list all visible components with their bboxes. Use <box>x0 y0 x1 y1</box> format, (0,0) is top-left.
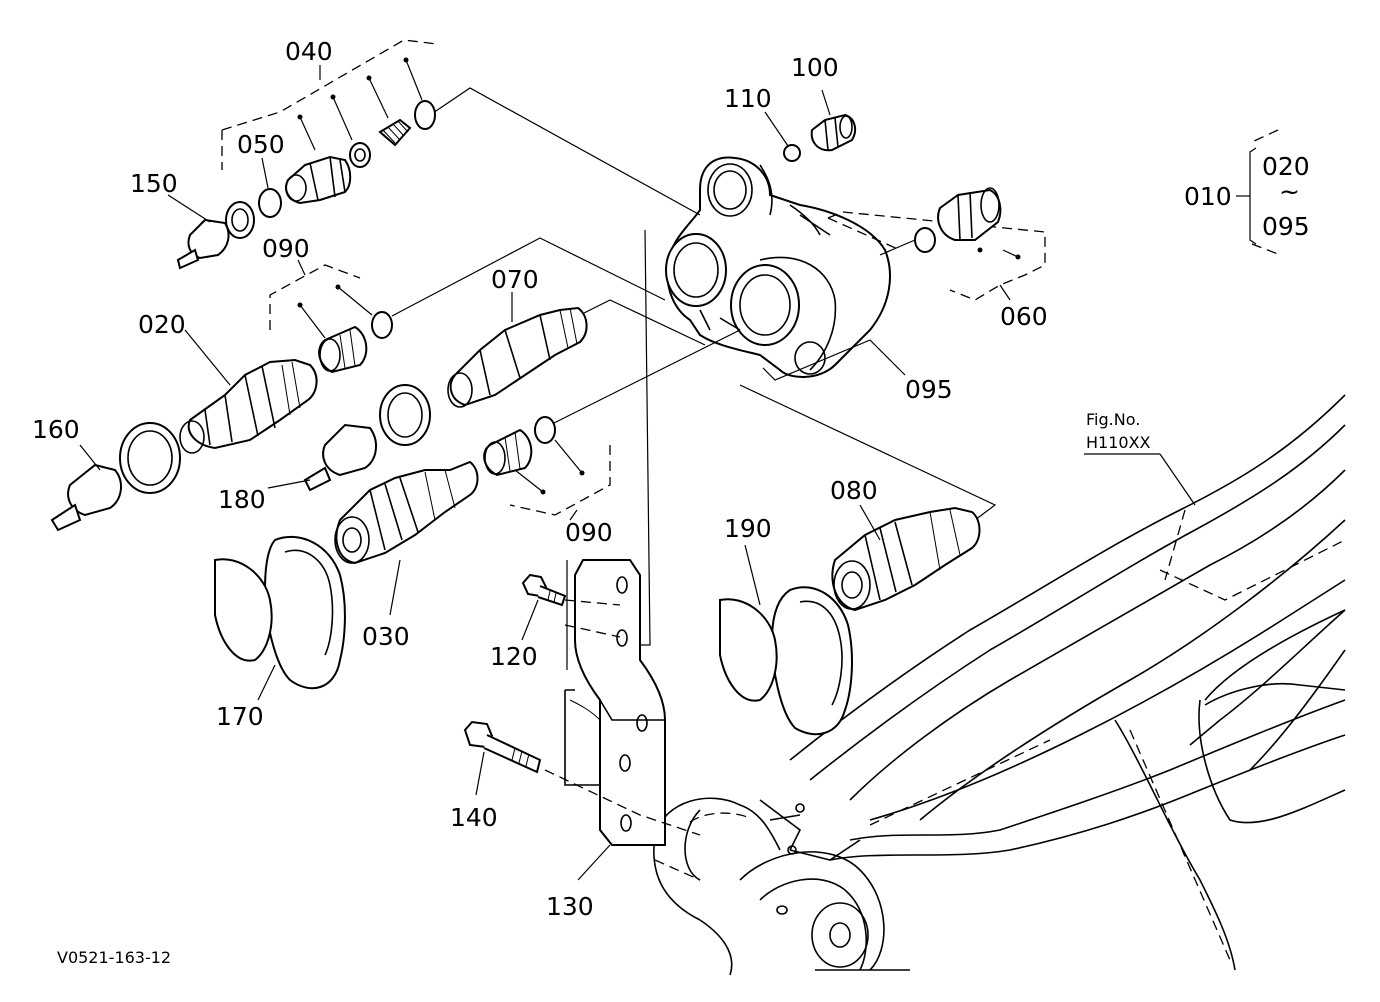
label-130: 130 <box>546 892 594 921</box>
fitting-100 <box>810 89 857 152</box>
bracket-090b <box>509 445 611 516</box>
figure-ref-title: Fig.No. <box>1086 410 1140 429</box>
range-bracket: 010 020 ~ 095 <box>1184 129 1310 255</box>
label-080: 080 <box>830 476 878 505</box>
bracket-090a <box>269 264 361 330</box>
footer-code: V0521-163-12 <box>57 948 171 967</box>
leader-090b-body <box>549 329 741 426</box>
plug-070 <box>447 292 588 408</box>
coupler-020 <box>179 329 318 454</box>
range-start-label: 010 <box>1184 182 1232 211</box>
label-180: 180 <box>218 485 266 514</box>
range-tilde: ~ <box>1279 177 1300 206</box>
leader-070-body <box>579 299 706 346</box>
bracket-040 <box>221 39 438 170</box>
oring-050 <box>258 157 282 218</box>
cap-150 <box>167 194 255 270</box>
cap-190 <box>719 544 853 736</box>
leader-080-body <box>739 384 997 521</box>
label-030: 030 <box>362 622 410 651</box>
coupler-080 <box>831 504 981 612</box>
label-120: 120 <box>490 642 538 671</box>
range-bottom-label: 095 <box>1262 212 1310 241</box>
label-070: 070 <box>491 265 539 294</box>
figure-reference: Fig.No. H110XX <box>1084 410 1196 506</box>
label-190: 190 <box>724 514 772 543</box>
label-020: 020 <box>138 310 186 339</box>
leader-060-body <box>879 239 916 256</box>
loader-arm <box>653 394 1346 976</box>
sleeve-090a <box>318 311 393 374</box>
range-top-label: 020 <box>1262 152 1310 181</box>
cap-170 <box>214 535 346 701</box>
bracket-130 <box>564 229 666 846</box>
label-050: 050 <box>237 130 285 159</box>
fitting-060 <box>914 187 1021 260</box>
label-095: 095 <box>905 375 953 404</box>
bolt-120 <box>521 573 567 641</box>
bracket-060 <box>827 211 1046 301</box>
part-labels: 040 050 150 090 020 160 070 180 090 030 … <box>32 37 1048 921</box>
label-090-lower: 090 <box>565 518 613 547</box>
cap-160 <box>50 422 181 532</box>
leader-040-body <box>429 87 701 216</box>
valve-body-095 <box>665 156 891 378</box>
cap-180 <box>267 384 431 492</box>
label-170: 170 <box>216 702 264 731</box>
label-100: 100 <box>791 53 839 82</box>
label-110: 110 <box>724 84 772 113</box>
label-090-upper: 090 <box>262 234 310 263</box>
sleeve-090b <box>483 416 556 477</box>
leader-090a-body <box>391 237 666 317</box>
label-160: 160 <box>32 415 80 444</box>
label-060: 060 <box>1000 302 1048 331</box>
label-040: 040 <box>285 37 333 66</box>
oring-110 <box>764 111 801 162</box>
figure-ref-number: H110XX <box>1086 433 1151 452</box>
valve-040 <box>285 100 436 205</box>
label-150: 150 <box>130 169 178 198</box>
label-140: 140 <box>450 803 498 832</box>
coupler-030 <box>334 460 479 616</box>
bolt-140 <box>463 720 701 836</box>
